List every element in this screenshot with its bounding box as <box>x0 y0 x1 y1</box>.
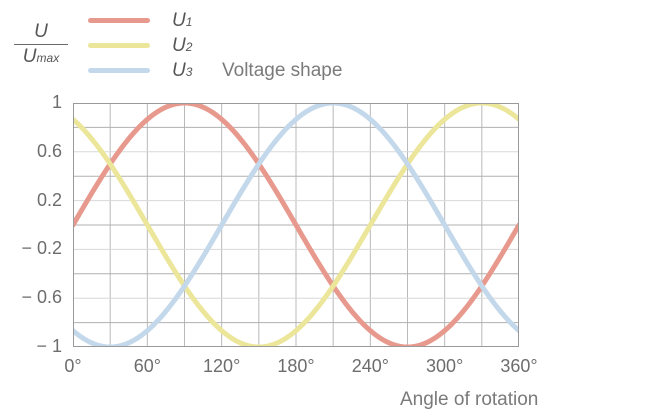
legend-label-u1: U1 <box>172 10 193 31</box>
y-tick-label: − 0.6 <box>21 287 62 308</box>
legend-swatch-u2 <box>88 43 150 48</box>
series-curves <box>73 103 519 347</box>
plot-area <box>73 103 519 347</box>
y-tick-label: 0.6 <box>36 140 62 161</box>
grid-lines <box>73 103 519 347</box>
y-axis-label-denominator: Umax <box>22 46 60 67</box>
x-tick-label: 300° <box>426 356 464 376</box>
legend-item-u2[interactable]: U2 <box>88 33 192 58</box>
legend-item-u3[interactable]: U3 <box>88 58 192 83</box>
legend-label-u2: U2 <box>172 35 193 56</box>
y-tick-label: − 1 <box>36 336 62 356</box>
x-tick-label: 240° <box>351 356 389 376</box>
x-tick-label: 180° <box>277 356 315 376</box>
y-axis-label-numerator: U <box>34 21 48 42</box>
legend-item-u1[interactable]: U1 <box>88 8 192 33</box>
x-tick-label: 60° <box>133 356 161 376</box>
legend: U1 U2 U3 <box>88 8 192 83</box>
x-tick-label: 0° <box>64 356 82 376</box>
x-axis-ticks: 0° 60° 120° 180° 240° 300° 360° <box>64 356 537 380</box>
fraction-bar <box>14 44 68 45</box>
chart-title: Voltage shape <box>222 60 343 81</box>
y-axis-ticks: 1 0.6 0.2 − 0.2 − 0.6 − 1 <box>0 92 62 356</box>
x-tick-label: 360° <box>500 356 538 376</box>
legend-label-u3: U3 <box>172 60 193 81</box>
plot-frame <box>73 103 519 347</box>
y-tick-label: 1 <box>51 92 62 112</box>
x-tick-label: 120° <box>203 356 241 376</box>
x-axis-label: Angle of rotation <box>400 389 539 410</box>
y-axis-label: U Umax <box>12 22 70 66</box>
y-tick-label: − 0.2 <box>21 238 62 259</box>
legend-swatch-u3 <box>88 68 150 73</box>
y-tick-label: 0.2 <box>36 189 62 210</box>
legend-swatch-u1 <box>88 18 150 23</box>
